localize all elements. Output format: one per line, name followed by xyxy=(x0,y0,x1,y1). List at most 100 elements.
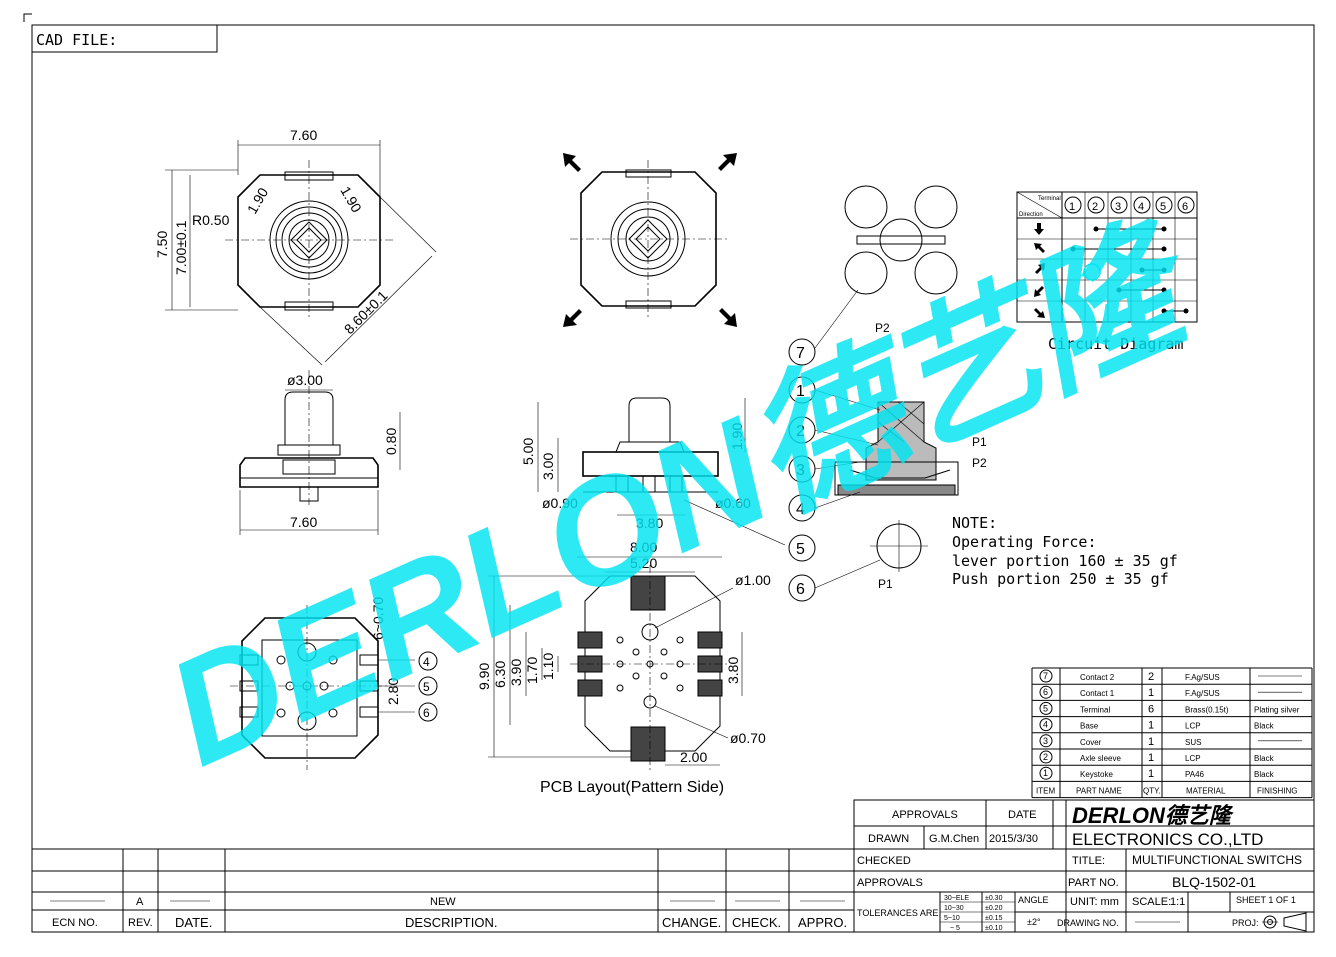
bom-qty: 6 xyxy=(1148,703,1154,715)
svg-text:3: 3 xyxy=(1115,201,1121,213)
middle-side-view: 5.00 3.00 1.90 ø0.90 ø0.60 3.80 xyxy=(520,397,786,546)
dim-pcb-h4: 1.70 xyxy=(524,657,540,684)
circuit-diagram-label: Circuit Diagram xyxy=(1048,335,1183,353)
bom-part-name: Keystoke xyxy=(1080,770,1113,779)
note-line-2: lever portion 160 ± 35 gf xyxy=(952,552,1178,570)
arrow-nw-icon xyxy=(563,153,581,172)
bom-item-balloon xyxy=(1039,669,1053,683)
bom-part-name: Contact 1 xyxy=(1080,689,1115,698)
dim-mid-lever: 1.90 xyxy=(729,423,745,450)
dim-mid-height-total: 5.00 xyxy=(520,438,536,465)
scale-value: 1:1 xyxy=(1170,896,1185,908)
appro-header: APPRO. xyxy=(798,915,847,930)
dim-pcb-hole: ø1.00 xyxy=(735,572,771,588)
bom-item-balloon xyxy=(1039,750,1053,764)
description-header: DESCRIPTION. xyxy=(405,915,497,930)
dim-mid-height-body: 3.00 xyxy=(540,453,556,480)
circuit-direction-label: Direction xyxy=(1019,212,1043,218)
bom-part-name: Cover xyxy=(1080,738,1102,747)
note-block: NOTE: Operating Force: lever portion 160… xyxy=(952,514,1178,588)
contact-p1-drawing: P1 xyxy=(870,520,928,591)
bom-material: F.Ag/SUS xyxy=(1185,673,1220,682)
svg-text:2: 2 xyxy=(796,423,805,440)
dim-radius: R0.50 xyxy=(192,212,230,228)
tol-value-1: ±0.30 xyxy=(985,895,1003,902)
part-no-label: PART NO. xyxy=(1068,877,1119,889)
dim-pin-pitch: 3.80 xyxy=(636,515,663,531)
title-block: APPROVALS DATE DRAWN G.M.Chen 2015/3/30 … xyxy=(853,799,1315,933)
balloon-2: 2 xyxy=(788,416,879,446)
drawing-no-label: DRAWING NO. xyxy=(1057,918,1119,928)
bom-item-balloon xyxy=(1039,685,1053,699)
bom-part-name: Base xyxy=(1080,722,1099,731)
check-header: CHECK. xyxy=(732,915,781,930)
tol-range-3: 5~10 xyxy=(944,915,960,922)
dim-side-width: 7.60 xyxy=(290,514,317,530)
bom-material: Brass(0.15t) xyxy=(1185,705,1229,714)
svg-text:4: 4 xyxy=(1138,201,1144,213)
arrow-sw-small-icon xyxy=(1034,286,1044,297)
dim-pcb-h5: 1.10 xyxy=(540,653,556,680)
bom-item-balloon xyxy=(1039,766,1053,780)
approvals-label: APPROVALS xyxy=(857,877,923,889)
dim-bottom-a: 6~0.70 xyxy=(370,597,386,640)
bom-finishing: Black xyxy=(1254,722,1275,731)
bom-material: SUS xyxy=(1185,738,1201,747)
bom-header-name: PART NAME xyxy=(1076,786,1122,795)
tol-value-4: ±0.10 xyxy=(985,925,1003,932)
bom-header-item: ITEM xyxy=(1036,786,1055,795)
circuit-header-2: 2 xyxy=(1087,196,1105,214)
arrow-sw-icon xyxy=(563,309,582,327)
p1-label: P1 xyxy=(878,577,893,591)
bom-item: 4 xyxy=(1043,720,1048,730)
bom-material: PA46 xyxy=(1185,770,1205,779)
dim-pcb-h2: 6.30 xyxy=(492,661,508,688)
svg-text:4: 4 xyxy=(796,501,805,518)
dim-pcb-pad: 2.00 xyxy=(680,749,707,765)
dim-pcb-h3: 3.90 xyxy=(508,659,524,686)
revision-block: A NEW ECN NO. REV. DATE. DESCRIPTION. CH… xyxy=(31,848,855,933)
circuit-header-3: 3 xyxy=(1110,196,1128,214)
registered-mark-icon xyxy=(1083,263,1101,281)
balloon-6-bottom: 6 xyxy=(418,702,438,722)
bom-item-balloon xyxy=(1039,701,1053,715)
arrow-se-small-icon xyxy=(1034,308,1045,318)
company-name: ELECTRONICS CO.,LTD xyxy=(1072,830,1263,849)
dim-pcb-hole-small: ø0.70 xyxy=(730,730,766,746)
balloon-1: 1 xyxy=(788,376,881,411)
circuit-header-1: 1 xyxy=(1064,196,1082,214)
arrow-nw-small-icon xyxy=(1034,243,1045,253)
bom-item: 5 xyxy=(1043,703,1048,713)
p2-section-label: P2 xyxy=(972,456,987,470)
top-view: 7.60 7.50 7.00±0.1 R0.50 1.90 1.90 8.60±… xyxy=(154,127,437,366)
svg-text:7: 7 xyxy=(796,345,805,362)
bom-header-finishing: FINISHING xyxy=(1257,786,1297,795)
projection-symbol-icon xyxy=(1262,912,1307,932)
bom-item-balloon xyxy=(1039,718,1053,732)
arrow-ne-small-icon xyxy=(1035,263,1045,274)
dim-pcb-width-inner: 5.20 xyxy=(630,555,657,571)
bom-qty: 2 xyxy=(1148,671,1154,683)
sheet-value: SHEET 1 OF 1 xyxy=(1236,895,1296,905)
bom-qty: 1 xyxy=(1148,752,1154,764)
checked-label: CHECKED xyxy=(857,855,911,867)
bom-finishing: Black xyxy=(1254,770,1275,779)
bom-part-name: Terminal xyxy=(1080,705,1110,714)
rev-header: REV. xyxy=(128,917,153,929)
bom-header-material: MATERIAL xyxy=(1186,786,1226,795)
dim-pin-b: ø0.60 xyxy=(715,495,751,511)
bom-part-name: Axle sleeve xyxy=(1080,754,1121,763)
bom-item-balloon xyxy=(1039,734,1053,748)
pcb-layout-label: PCB Layout(Pattern Side) xyxy=(540,779,724,796)
note-line-1: Operating Force: xyxy=(952,533,1097,551)
contact-p2-drawing: P2 xyxy=(844,185,958,335)
note-title: NOTE: xyxy=(952,514,997,532)
unit-label: UNIT: mm xyxy=(1070,896,1119,908)
bom-item: 2 xyxy=(1043,752,1048,762)
bom-finishing: Plating silver xyxy=(1254,705,1300,714)
tolerances-label: TOLERANCES ARE xyxy=(857,908,938,918)
svg-text:1: 1 xyxy=(796,383,805,400)
bom-qty: 1 xyxy=(1148,720,1154,732)
part-no: BLQ-1502-01 xyxy=(1172,874,1256,890)
